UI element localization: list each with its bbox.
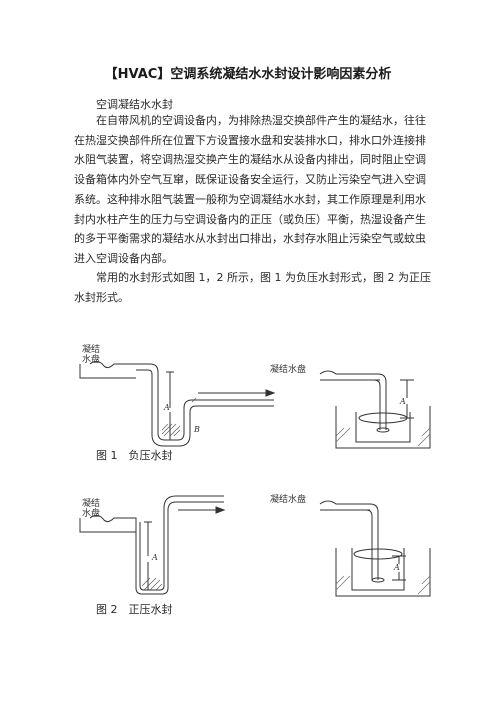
figure-2-positive-pressure-seal: 凝结 水盘 A 凝结水盘 A xyxy=(79,493,431,597)
fig2-right-tray-label: 凝结水盘 xyxy=(270,493,306,505)
section-heading: 空调凝结水水封 xyxy=(96,98,173,111)
fig1-dim-a: A xyxy=(163,403,170,412)
fig2-right-dim-a: A xyxy=(393,563,400,572)
fig1-tray-label-line2: 水盘 xyxy=(82,353,100,365)
figure-1-caption: 图 1 负压水封 xyxy=(96,449,173,462)
body-paragraph-1: 在自带风机的空调设备内，为排除热湿交换部件产生的凝结水，往往在热湿交换部件所在位… xyxy=(74,114,426,265)
fig2-tray-label-line2: 水盘 xyxy=(82,507,100,519)
fig1-dim-b: B xyxy=(193,425,200,434)
fig2-dim-a: A xyxy=(151,553,158,562)
figure-1-negative-pressure-seal: 凝结 水盘 A B 凝结水盘 A xyxy=(79,343,431,449)
fig2-tray-label-line1: 凝结 xyxy=(82,497,100,509)
fig1-tray-label-line1: 凝结 xyxy=(82,343,100,355)
body-paragraph-2: 常用的水封形式如图 1，2 所示，图 1 为负压水封形式，图 2 为正压水封形式… xyxy=(74,271,431,304)
fig1-right-tray-label: 凝结水盘 xyxy=(270,363,306,375)
figure-2-caption: 图 2 正压水封 xyxy=(96,603,173,616)
document-title: 【HVAC】空调系统凝结水水封设计影响因素分析 xyxy=(104,67,392,82)
fig1-right-dim-a: A xyxy=(399,397,406,406)
